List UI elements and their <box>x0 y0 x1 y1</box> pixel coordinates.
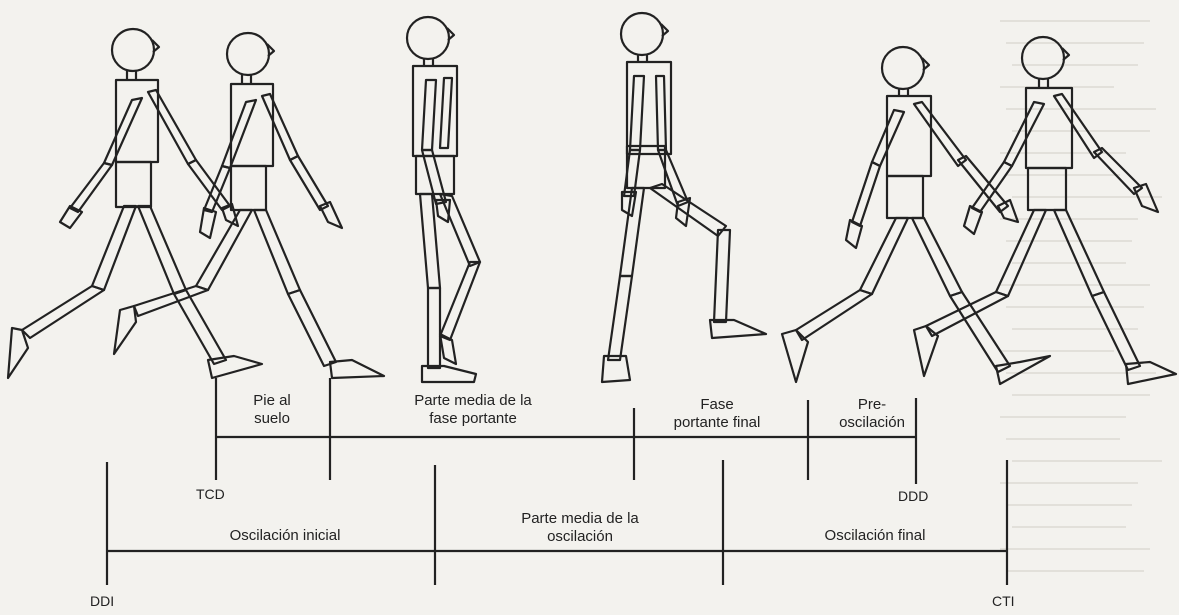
walking-figure-3 <box>407 17 480 382</box>
phase-label-line1: Oscilación final <box>790 527 960 545</box>
phase-label-oscilacion-inicial: Oscilación inicial <box>190 527 380 545</box>
phase-label-oscilacion-final: Oscilación final <box>790 527 960 545</box>
walking-figure-1 <box>8 29 262 378</box>
phase-label-line2: oscilación <box>822 414 922 432</box>
event-label-ddi: DDI <box>90 593 114 609</box>
phase-label-parte-media-fase-portante: Parte media de la fase portante <box>388 392 558 428</box>
event-label-ddd: DDD <box>898 488 928 504</box>
phase-label-line1: Pre- <box>822 396 922 414</box>
event-label-cti: CTI <box>992 593 1015 609</box>
phase-label-line2: portante final <box>652 414 782 432</box>
phase-label-line2: oscilación <box>490 528 670 546</box>
phase-label-pie-al-suelo: Pie al suelo <box>232 392 312 428</box>
phase-label-line2: fase portante <box>388 410 558 428</box>
phase-label-fase-portante-final: Fase portante final <box>652 396 782 432</box>
phase-label-line1: Oscilación inicial <box>190 527 380 545</box>
phase-label-line1: Parte media de la <box>490 510 670 528</box>
phase-label-line1: Parte media de la <box>388 392 558 410</box>
phase-label-line1: Pie al <box>232 392 312 410</box>
phase-label-line2: suelo <box>232 410 312 428</box>
phase-label-line1: Fase <box>652 396 782 414</box>
phase-label-parte-media-oscilacion: Parte media de la oscilación <box>490 510 670 546</box>
walking-figure-5 <box>782 47 1050 384</box>
event-label-tcd: TCD <box>196 486 225 502</box>
walking-figure-4 <box>602 13 766 382</box>
walking-figure-6 <box>914 37 1176 384</box>
phase-label-pre-oscilacion: Pre- oscilación <box>822 396 922 432</box>
walking-figure-2 <box>114 33 384 378</box>
